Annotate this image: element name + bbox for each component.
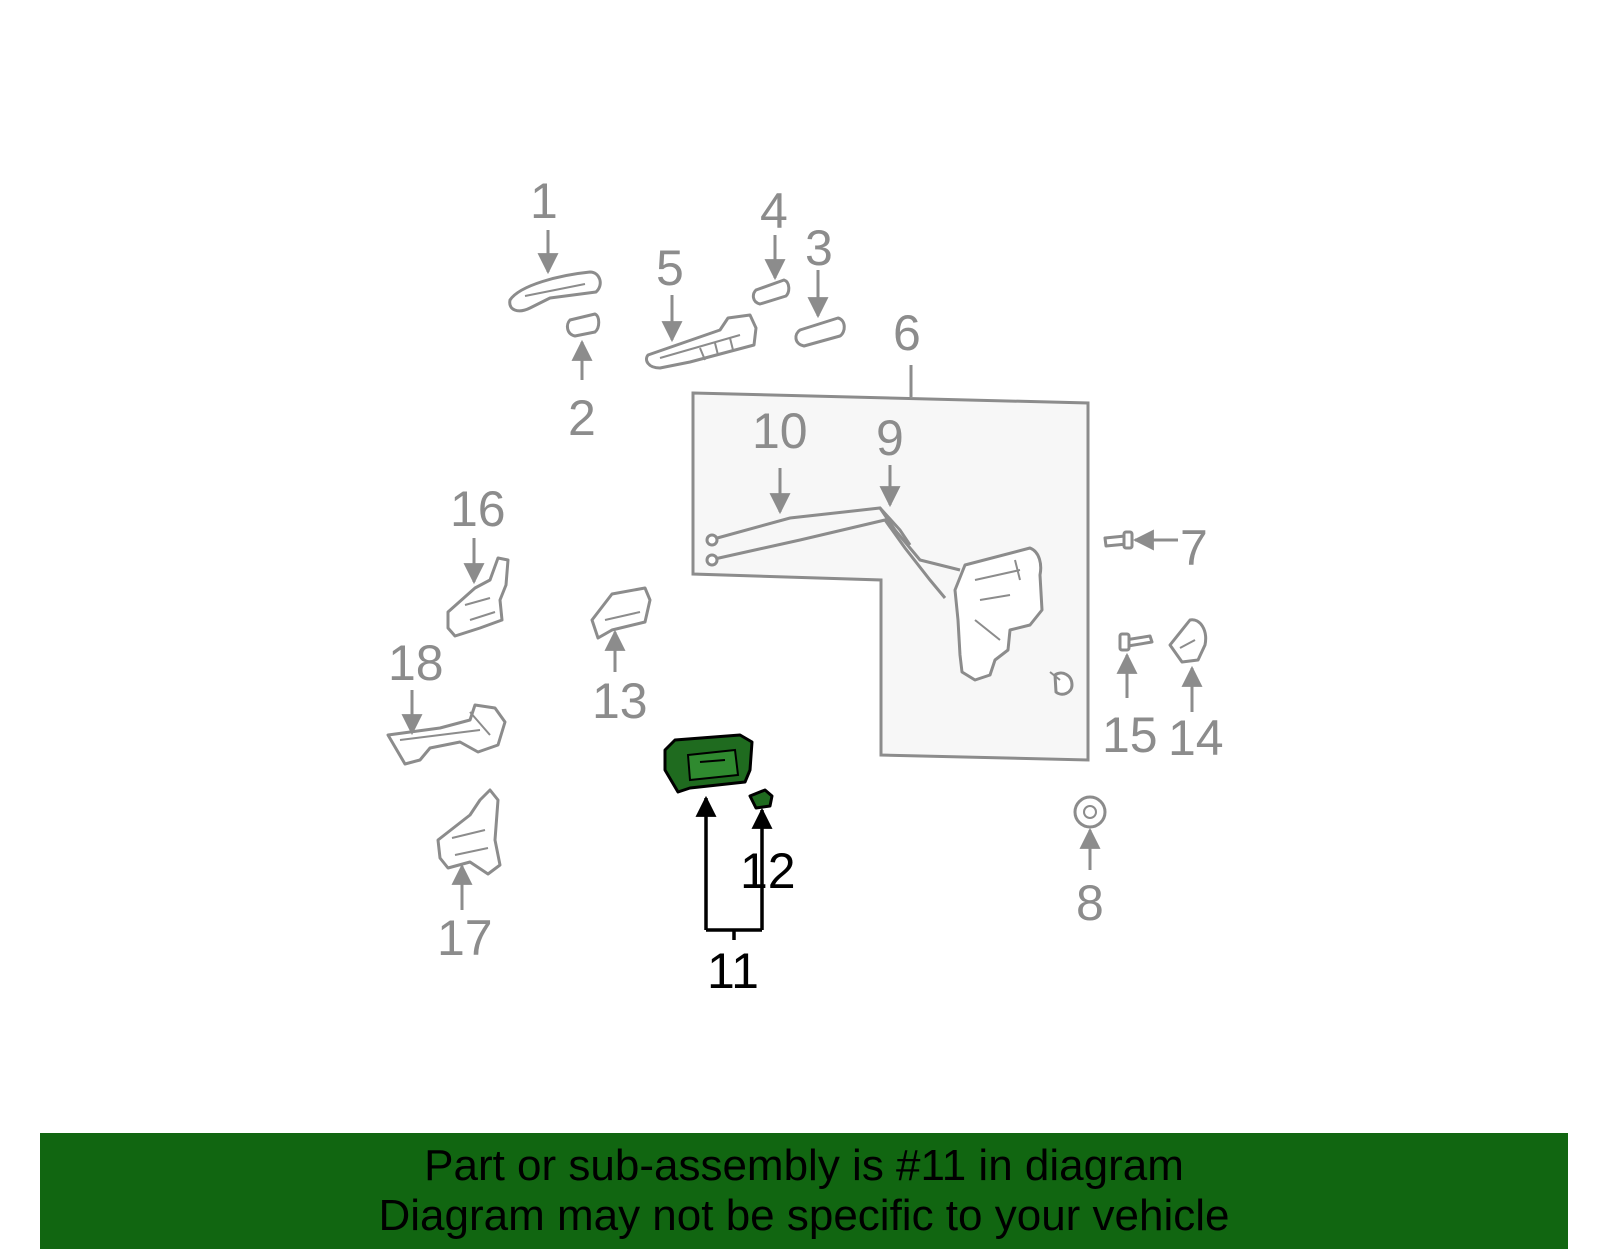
label-16: 16 <box>450 481 506 537</box>
part-12-screw[interactable]: 12 <box>740 788 796 899</box>
label-7: 7 <box>1180 520 1208 576</box>
part-3-bezel[interactable]: 3 <box>794 220 846 348</box>
label-15: 15 <box>1102 707 1158 763</box>
part-2-handle-cap[interactable]: 2 <box>565 312 601 446</box>
part-11-leader: 11 <box>695 795 764 999</box>
part-14-striker[interactable]: 14 <box>1168 618 1224 766</box>
part-9-cable[interactable]: 9 <box>876 410 961 572</box>
banner-line-part: Part or sub-assembly is #11 in diagram <box>424 1141 1184 1190</box>
part-18-door-check[interactable]: 18 <box>386 635 507 766</box>
part-11-inside-handle[interactable] <box>663 733 754 794</box>
label-10: 10 <box>752 403 808 459</box>
label-3: 3 <box>805 220 833 276</box>
label-13: 13 <box>592 673 648 729</box>
part-1-outside-handle[interactable]: 1 <box>508 173 602 313</box>
label-17: 17 <box>437 910 493 966</box>
label-18: 18 <box>388 635 444 691</box>
label-4: 4 <box>760 183 788 239</box>
label-6: 6 <box>893 305 921 361</box>
part-10-control-rod[interactable]: 10 <box>705 403 947 599</box>
part-6-door-lock[interactable] <box>953 546 1074 696</box>
part-15-bolt[interactable]: 15 <box>1102 632 1158 763</box>
part-4-cover[interactable]: 4 <box>751 183 791 306</box>
part-13-cover[interactable]: 13 <box>590 586 652 729</box>
label-14: 14 <box>1168 710 1224 766</box>
label-9: 9 <box>876 410 904 466</box>
part-5-handle-frame[interactable]: 5 <box>645 240 758 370</box>
label-1: 1 <box>530 173 558 229</box>
label-11: 11 <box>707 943 759 999</box>
part-16-hinge[interactable]: 16 <box>446 481 510 638</box>
part-8-grommet[interactable]: 8 <box>1073 795 1107 931</box>
banner-line-disclaimer: Diagram may not be specific to your vehi… <box>378 1191 1230 1240</box>
label-8: 8 <box>1076 875 1104 931</box>
part-7-screw[interactable]: 7 <box>1103 520 1208 576</box>
label-5: 5 <box>656 240 684 296</box>
label-2: 2 <box>568 390 596 446</box>
part-17-hinge[interactable]: 17 <box>436 788 502 966</box>
info-banner: Part or sub-assembly is #11 in diagram D… <box>40 1133 1568 1249</box>
label-12: 12 <box>740 843 796 899</box>
